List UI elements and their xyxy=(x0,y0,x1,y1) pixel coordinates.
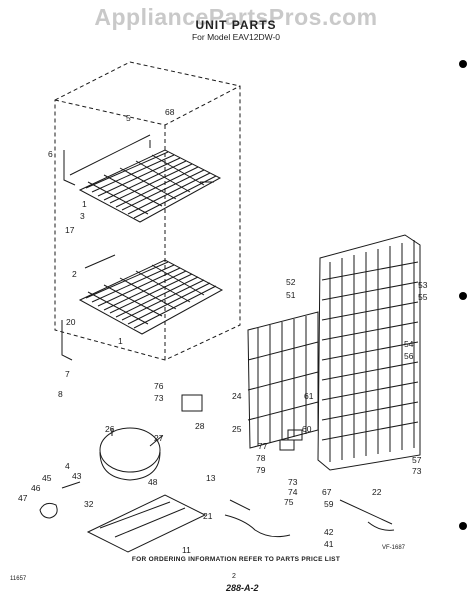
lower-shelf-coil xyxy=(80,260,222,334)
callout-26: 26 xyxy=(105,424,115,434)
callout-77: 77 xyxy=(258,441,268,451)
callout-53: 53 xyxy=(418,280,428,290)
callout-41: 41 xyxy=(324,539,334,549)
upper-shelf-coil xyxy=(80,140,220,222)
binder-hole-top xyxy=(459,60,467,68)
callout-48: 48 xyxy=(148,477,158,487)
document-code: 11657 xyxy=(10,576,27,582)
callout-32: 32 xyxy=(84,499,94,509)
condenser-coil xyxy=(318,235,420,470)
bracket-78 xyxy=(280,440,294,450)
callout-43: 43 xyxy=(72,471,82,481)
model-subtitle: For Model EAV12DW-0 xyxy=(191,32,281,42)
secondary-condenser xyxy=(248,312,318,448)
callout-73-left: 73 xyxy=(154,393,164,403)
drier-filter xyxy=(340,500,394,530)
callout-75: 75 xyxy=(284,497,294,507)
callout-73-right: 73 xyxy=(412,466,422,476)
compressor xyxy=(100,428,162,480)
callout-20: 20 xyxy=(66,317,76,327)
callout-60: 60 xyxy=(302,424,312,434)
callout-76: 76 xyxy=(154,381,164,391)
callout-28: 28 xyxy=(195,421,205,431)
callout-78: 78 xyxy=(256,453,266,463)
callout-22: 22 xyxy=(372,487,382,497)
callout-1-upper: 1 xyxy=(82,199,87,209)
callout-25: 25 xyxy=(232,424,242,434)
callout-73-mid: 73 xyxy=(288,477,298,487)
cabinet-outline xyxy=(55,62,240,360)
callout-13: 13 xyxy=(206,473,216,483)
overload-relay xyxy=(40,482,80,518)
figure-code: VF-1687 xyxy=(382,545,406,551)
callout-68: 68 xyxy=(165,107,175,117)
base-plate xyxy=(88,495,205,552)
callout-42: 42 xyxy=(324,527,334,537)
wiring-harness xyxy=(225,500,290,537)
callout-47: 47 xyxy=(18,493,28,503)
callout-3: 3 xyxy=(80,211,85,221)
callout-24: 24 xyxy=(232,391,242,401)
callout-5: 5 xyxy=(126,113,131,123)
callout-67: 67 xyxy=(322,487,332,497)
callout-8: 8 xyxy=(58,389,63,399)
binder-hole-bottom xyxy=(459,522,467,530)
callout-74: 74 xyxy=(288,487,298,497)
callout-55: 55 xyxy=(418,292,428,302)
defrost-timer xyxy=(182,395,202,411)
binder-hole-middle xyxy=(459,292,467,300)
callout-17: 17 xyxy=(65,225,75,235)
ordering-note: FOR ORDERING INFORMATION REFER TO PARTS … xyxy=(131,556,341,563)
callout-61: 61 xyxy=(304,391,314,401)
bracket-60 xyxy=(288,430,302,440)
callout-7: 7 xyxy=(65,369,70,379)
heater-strip xyxy=(70,135,150,268)
callout-21: 21 xyxy=(203,511,213,521)
watermark: AppliancePartsPros.com xyxy=(94,4,378,30)
callout-2: 2 xyxy=(72,269,77,279)
callout-27: 27 xyxy=(154,433,164,443)
callout-6: 6 xyxy=(48,149,53,159)
callout-45: 45 xyxy=(42,473,52,483)
callout-1-lower: 1 xyxy=(118,336,123,346)
callout-57: 57 xyxy=(412,455,422,465)
handwritten-stamp: 288-A-2 xyxy=(226,583,259,593)
callout-56: 56 xyxy=(404,351,414,361)
page-number: 2 xyxy=(232,573,236,580)
callout-79: 79 xyxy=(256,465,266,475)
callout-59: 59 xyxy=(324,499,334,509)
drain-tube xyxy=(62,150,75,360)
callout-11: 11 xyxy=(182,545,191,555)
callout-46: 46 xyxy=(31,483,41,493)
callout-54: 54 xyxy=(404,339,414,349)
callout-52: 52 xyxy=(286,277,296,287)
callout-4: 4 xyxy=(65,461,70,471)
diagram-title: UNIT PARTS xyxy=(195,18,277,32)
callout-51: 51 xyxy=(286,290,296,300)
